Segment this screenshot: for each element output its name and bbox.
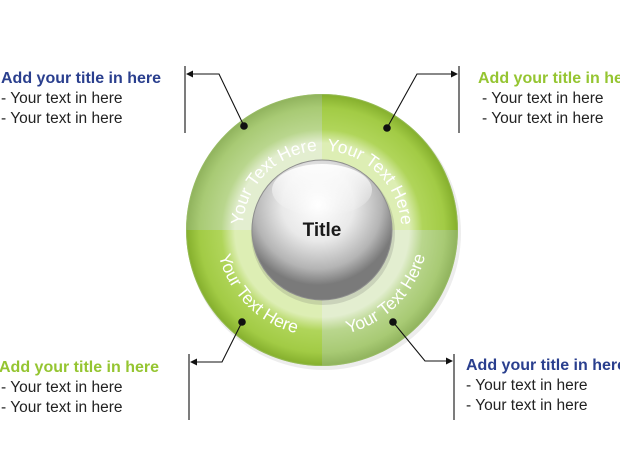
block-title: Add your title in here xyxy=(0,359,160,376)
arrow-top-right xyxy=(451,70,458,78)
segment-bottom-right[interactable] xyxy=(322,230,458,366)
block-line: - Your text in here xyxy=(1,110,123,127)
segment-bottom-left[interactable] xyxy=(186,230,322,366)
ring-rim xyxy=(186,94,458,366)
arrow-bottom-right xyxy=(446,357,453,365)
dot-top-right xyxy=(383,124,391,132)
text-block-bottom-right: Add your title in here - Your text in he… xyxy=(466,356,620,416)
block-line: - Your text in here xyxy=(482,110,604,127)
block-line: - Your text in here xyxy=(466,377,588,394)
segment-top-left[interactable] xyxy=(186,94,322,230)
block-line: - Your text in here xyxy=(1,90,123,107)
connector-top-right xyxy=(386,73,452,129)
block-line: - Your text in here xyxy=(466,397,588,414)
block-title: Add your title in here xyxy=(1,70,162,87)
connector-bottom-right xyxy=(392,321,449,362)
block-line: - Your text in here xyxy=(1,399,123,416)
connector-lines xyxy=(184,66,460,420)
arrow-top-left xyxy=(186,70,193,78)
block-title: Add your title in here xyxy=(478,70,620,87)
center-ball-highlight xyxy=(272,164,372,216)
block-line: - Your text in here xyxy=(482,90,604,107)
connector-top-left xyxy=(191,73,245,127)
dot-top-left xyxy=(240,122,248,130)
dot-bottom-left xyxy=(238,318,246,326)
segment-top-right[interactable] xyxy=(322,94,458,230)
block-line: - Your text in here xyxy=(1,379,123,396)
text-block-bottom-left: Add your title in here - Your text in he… xyxy=(0,358,159,418)
text-block-top-left: Add your title in here - Your text in he… xyxy=(1,69,161,129)
block-title: Add your title in here xyxy=(466,357,620,374)
arrow-bottom-left xyxy=(190,358,197,366)
connector-endpoints xyxy=(186,70,458,366)
text-block-top-right: Add your title in here - Your text in he… xyxy=(478,69,620,129)
dot-bottom-right xyxy=(389,318,397,326)
center-title: Title xyxy=(303,220,342,241)
connector-bottom-left xyxy=(197,321,243,363)
